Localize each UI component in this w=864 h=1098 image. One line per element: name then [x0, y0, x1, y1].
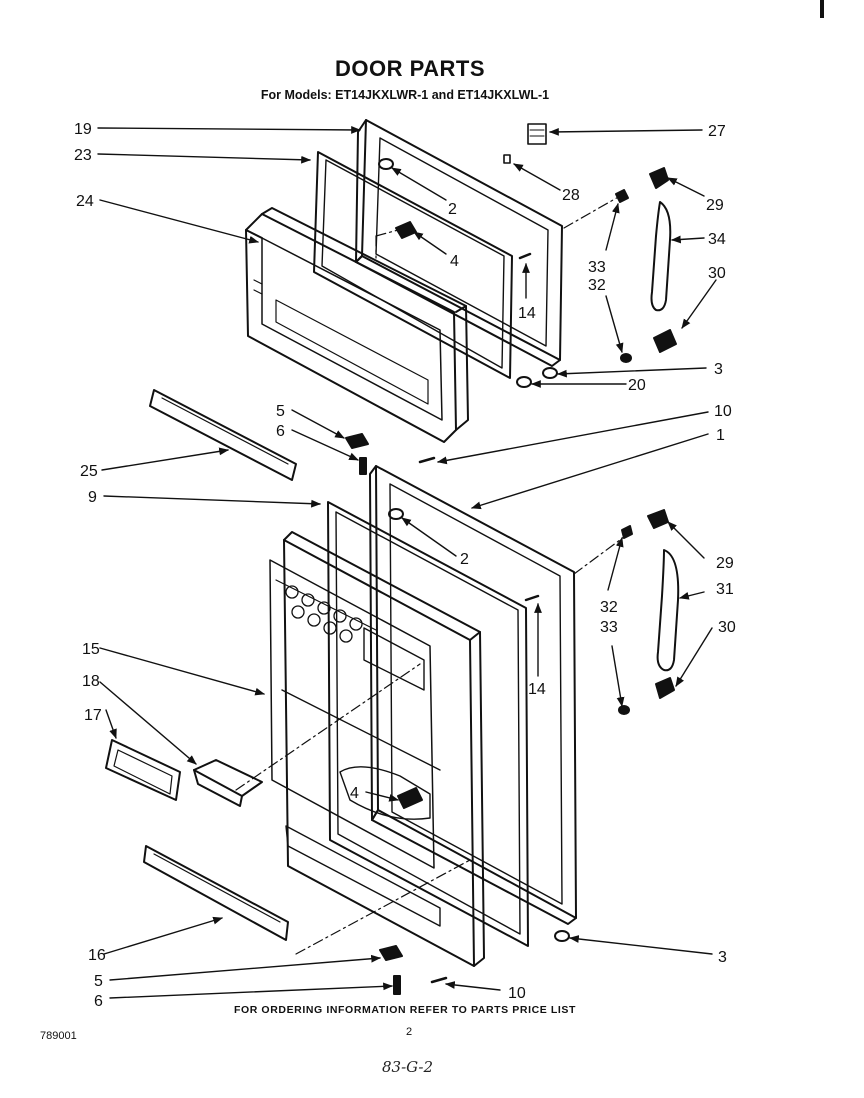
freezer-door-liner	[245, 207, 469, 443]
page-title: DOOR PARTS	[334, 56, 486, 81]
callout-19: 19	[74, 121, 92, 138]
callout-17: 17	[84, 707, 102, 724]
callout-30-top: 30	[708, 265, 726, 282]
callout-24: 24	[76, 193, 94, 210]
fresh-food-gasket	[327, 501, 529, 947]
callout-32-bottom: 32	[600, 599, 618, 616]
callout-29-bottom: 29	[716, 555, 734, 572]
diagram-code: 789001	[40, 1030, 77, 1042]
page-number: 2	[406, 1026, 413, 1038]
part-4-stop-bottom	[397, 787, 423, 809]
callout-4-top: 4	[450, 253, 459, 270]
callout-27: 27	[708, 123, 726, 140]
callout-numbers: 19 23 24 27 2 4 28 29 34 33 32 30 14 3 2…	[74, 121, 736, 1010]
callout-28: 28	[562, 187, 580, 204]
part-14-screw-bottom	[524, 594, 540, 602]
callout-3-top: 3	[714, 361, 723, 378]
ordering-note: FOR ORDERING INFORMATION REFER TO PARTS …	[233, 1004, 577, 1016]
fresh-food-door-liner	[269, 531, 485, 967]
callout-34: 34	[708, 231, 726, 248]
egg-tray-cups	[285, 585, 363, 643]
part-17-dairy-door	[105, 739, 181, 801]
callout-10-bottom: 10	[508, 985, 526, 1002]
part-5-hinge-bottom	[379, 945, 403, 961]
part-25-trim-bar	[149, 389, 297, 481]
callout-25: 25	[80, 463, 98, 480]
freezer-gasket	[313, 151, 513, 379]
leader-lines	[97, 126, 717, 999]
callout-15: 15	[82, 641, 100, 658]
part-3-washer-bottom	[554, 930, 570, 942]
callout-1: 1	[716, 427, 725, 444]
scan-edge-mark	[820, 0, 824, 18]
part-10-screw-top	[418, 456, 436, 464]
part-2-hinge-bushing-top	[378, 158, 394, 170]
part-4-stop-top	[395, 221, 417, 239]
callout-30-bottom: 30	[718, 619, 736, 636]
callout-32-top: 32	[588, 277, 606, 294]
callout-3-bottom: 3	[718, 949, 727, 966]
part-5-hinge-top	[345, 433, 369, 449]
callout-14-top: 14	[518, 305, 536, 322]
callout-16: 16	[88, 947, 106, 964]
part-10-screw-bottom	[430, 976, 448, 984]
part-6-screw-top	[359, 457, 367, 475]
models-subtitle: For Models: ET14JKXLWR-1 and ET14JKXLWL-…	[260, 88, 550, 102]
callout-20: 20	[628, 377, 646, 394]
part-28-plug	[503, 154, 511, 164]
part-14-screw-top	[518, 252, 532, 260]
callout-14-bottom: 14	[528, 681, 546, 698]
callout-5-top: 5	[276, 403, 285, 420]
callout-18: 18	[82, 673, 100, 690]
part-20-bushing	[516, 376, 532, 388]
callout-2-top: 2	[448, 201, 457, 218]
callout-6-bottom: 6	[94, 993, 103, 1010]
part-3-washer-top	[542, 367, 558, 379]
callout-29-top: 29	[706, 197, 724, 214]
callout-4-bottom: 4	[350, 785, 359, 802]
part-27-label-plate	[527, 123, 547, 145]
part-2-hinge-bushing-bottom	[388, 508, 404, 520]
callout-9: 9	[88, 489, 97, 506]
part-16-trim-bar	[143, 845, 289, 941]
part-18-butter-compartment	[193, 759, 263, 807]
callout-2-bottom: 2	[460, 551, 469, 568]
callout-23: 23	[74, 147, 92, 164]
callout-10-top: 10	[714, 403, 732, 420]
freezer-handle-assembly	[615, 167, 677, 363]
callout-33-bottom: 33	[600, 619, 618, 636]
alignment-lines	[235, 195, 629, 955]
fresh-food-handle-assembly	[618, 509, 680, 715]
fresh-food-outer-door	[369, 465, 577, 925]
freezer-outer-door	[355, 119, 563, 367]
callout-33-top: 33	[588, 259, 606, 276]
callout-6-top: 6	[276, 423, 285, 440]
callout-31: 31	[716, 581, 734, 598]
callout-5-bottom: 5	[94, 973, 103, 990]
handwritten-note: 83-G-2	[382, 1058, 434, 1076]
part-6-screw-bottom	[393, 975, 401, 995]
